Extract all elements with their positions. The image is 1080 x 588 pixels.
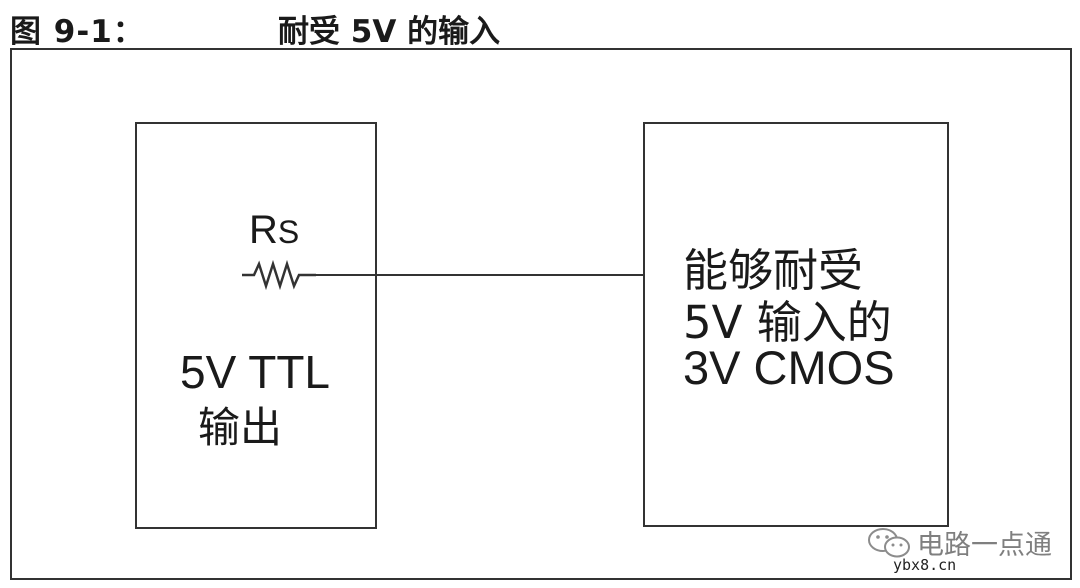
ttl-output-label: 输出 (198, 403, 283, 452)
ttl-label: 5V TTL (180, 346, 330, 398)
figure-title: 耐受 5V 的输入 (278, 14, 501, 50)
outer-frame (10, 48, 1072, 580)
watermark-name: 电路一点通 (917, 530, 1052, 561)
watermark-url: ybx8.cn (893, 556, 957, 574)
watermark: 电路一点通 (867, 523, 1052, 562)
cmos-label-line3: 3V CMOS (683, 341, 895, 394)
connection-wire (313, 274, 645, 276)
resistor-label: RS (249, 208, 299, 253)
cmos-label-line2: 5V 输入的 (683, 296, 892, 349)
cmos-label-line1: 能够耐受 (683, 244, 864, 297)
resistor-label-main: R (249, 208, 278, 252)
figure-label: 图 9-1： (10, 14, 145, 50)
resistor-symbol (242, 259, 316, 291)
cmos-input-box (643, 122, 949, 527)
wechat-icon (868, 527, 910, 557)
ttl-output-box (135, 122, 377, 529)
resistor-label-sub: S (277, 214, 300, 250)
